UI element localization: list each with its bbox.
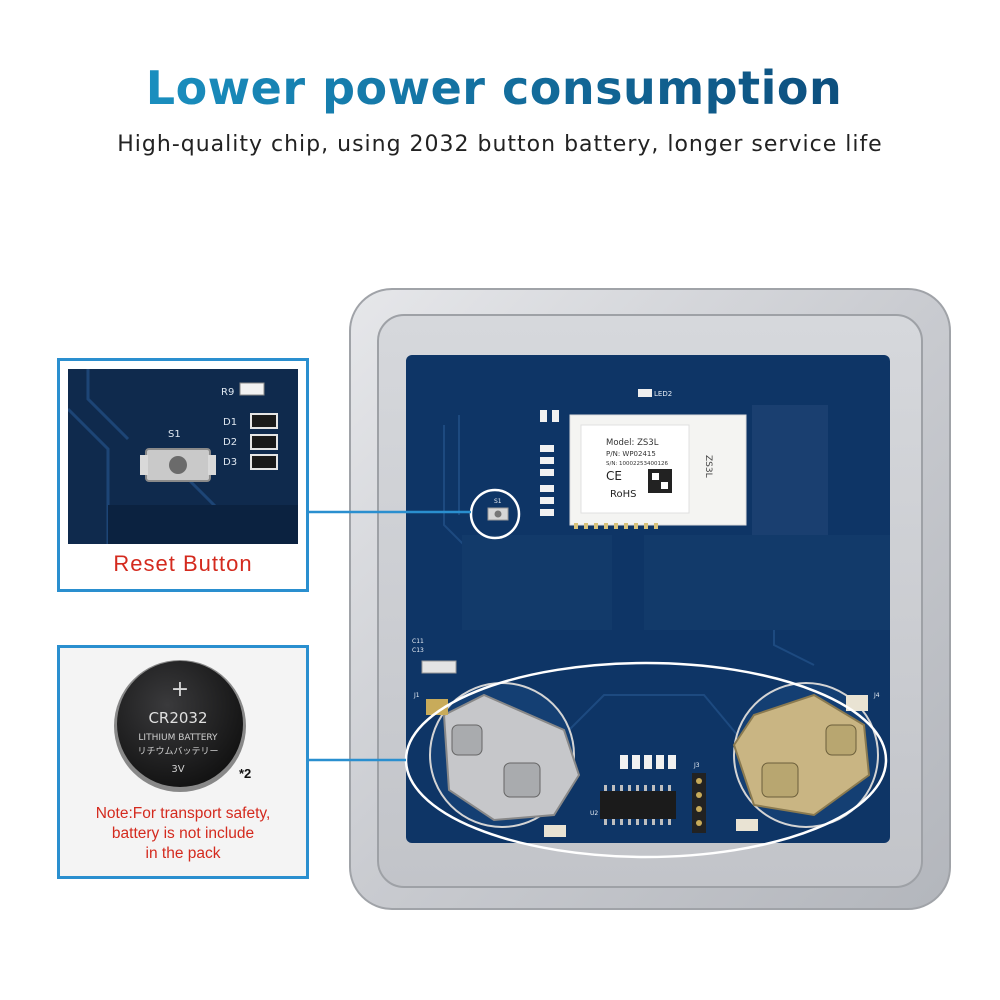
pcb-label-u2: U2 bbox=[590, 810, 598, 817]
closeup-label-s1: S1 bbox=[168, 429, 181, 440]
pcb-label-led: LED2 bbox=[654, 390, 672, 398]
battery-quantity: *2 bbox=[239, 766, 252, 781]
pcb-label-j3: J3 bbox=[693, 762, 700, 769]
page-subtitle: High-quality chip, using 2032 button bat… bbox=[117, 132, 883, 157]
pcb-label-c13: C13 bbox=[412, 647, 424, 654]
module-sn: S/N: 100022534001​26 bbox=[606, 461, 669, 467]
page-title: Lower power consumption bbox=[146, 61, 842, 115]
battery-note-line2: battery is not include bbox=[111, 825, 255, 842]
pcb-label-s1: S1 bbox=[494, 498, 502, 505]
reset-button-label: Reset Button bbox=[113, 551, 253, 576]
pcb-label-j1: J1 bbox=[413, 692, 420, 699]
module-rohs: RoHS bbox=[610, 489, 636, 500]
closeup-label-d3: D3 bbox=[223, 457, 237, 468]
battery-note-line3: in the pack bbox=[145, 845, 221, 862]
closeup-label-d2: D2 bbox=[223, 437, 237, 448]
battery-plus: + bbox=[171, 677, 189, 702]
battery-type: LITHIUM BATTERY bbox=[138, 733, 218, 743]
battery-note-line1: Note:For transport safety, bbox=[95, 805, 271, 822]
module-pn: P/N: WP02415 bbox=[606, 450, 656, 458]
battery-jp: リチウムバッテリー bbox=[137, 746, 218, 757]
battery-callout: + CR2032 LITHIUM BATTERY リチウムバッテリー 3V *2… bbox=[57, 645, 309, 879]
battery-note: Note:For transport safety, battery is no… bbox=[60, 804, 306, 864]
coin-battery: + CR2032 LITHIUM BATTERY リチウムバッテリー 3V bbox=[114, 660, 246, 792]
battery-model: CR2032 bbox=[148, 709, 207, 727]
module-model: Model: ZS3L bbox=[606, 438, 659, 448]
closeup-label-d1: D1 bbox=[223, 417, 237, 428]
battery-voltage: 3V bbox=[171, 764, 184, 775]
headline-svg: Lower power consumption bbox=[146, 61, 842, 115]
module-ce: CE bbox=[606, 469, 622, 483]
module-side-label: ZS3L bbox=[703, 455, 713, 478]
closeup-label-r9: R9 bbox=[221, 387, 234, 398]
led bbox=[638, 389, 652, 397]
pcb-label-j4: J4 bbox=[873, 692, 880, 699]
page-headline: Lower power consumption bbox=[0, 58, 1000, 118]
qr-code bbox=[648, 469, 672, 493]
device-photo: Model: ZS3L P/N: WP02415 S/N: 1000225340… bbox=[349, 288, 951, 910]
reset-callout: R9 D1 D2 D3 S1 Reset Button bbox=[57, 358, 309, 592]
ic-chip bbox=[600, 791, 676, 819]
reset-closeup-photo: R9 D1 D2 D3 S1 bbox=[68, 369, 298, 544]
pcb-label-c11: C11 bbox=[412, 638, 424, 645]
